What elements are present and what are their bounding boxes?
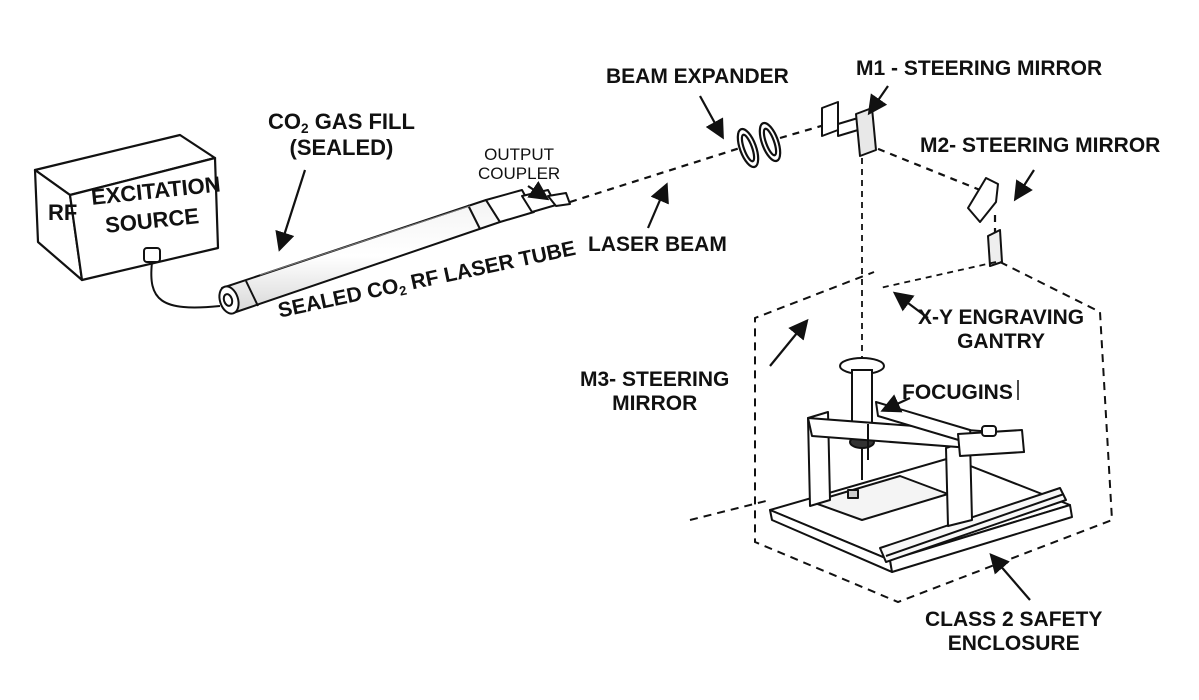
m1-label: M1 - STEERING MIRROR [856,57,1103,80]
m3-label: M3- STEERING MIRROR [580,368,730,415]
rf-cable [143,247,221,309]
m2-label: M2- STEERING MIRROR [920,134,1161,157]
output-coupler-label: OUTPUT COUPLER [478,145,561,184]
rf-label: RF [48,200,78,225]
vertical-beam [861,158,997,360]
laser-beam-label: LASER BEAM [588,233,727,256]
beam-expander [736,121,782,169]
m1-mirror [821,101,877,157]
callout-arrows [275,85,1035,601]
focusing-head [839,357,885,480]
focusing-label: FOCUGINS [902,381,1013,404]
rf-excitation-box [33,133,220,282]
enclosure-label: CLASS 2 SAFETY ENCLOSURE [925,608,1103,655]
gas-fill-label: CO2 GAS FILL (SEALED) [268,109,415,161]
beam-expander-label: BEAM EXPANDER [606,65,789,88]
m2-mirror [967,177,1003,267]
safety-enclosure [689,261,1114,604]
gantry-label: X-Y ENGRAVING GANTRY [918,306,1085,353]
engraving-gantry [769,380,1073,573]
